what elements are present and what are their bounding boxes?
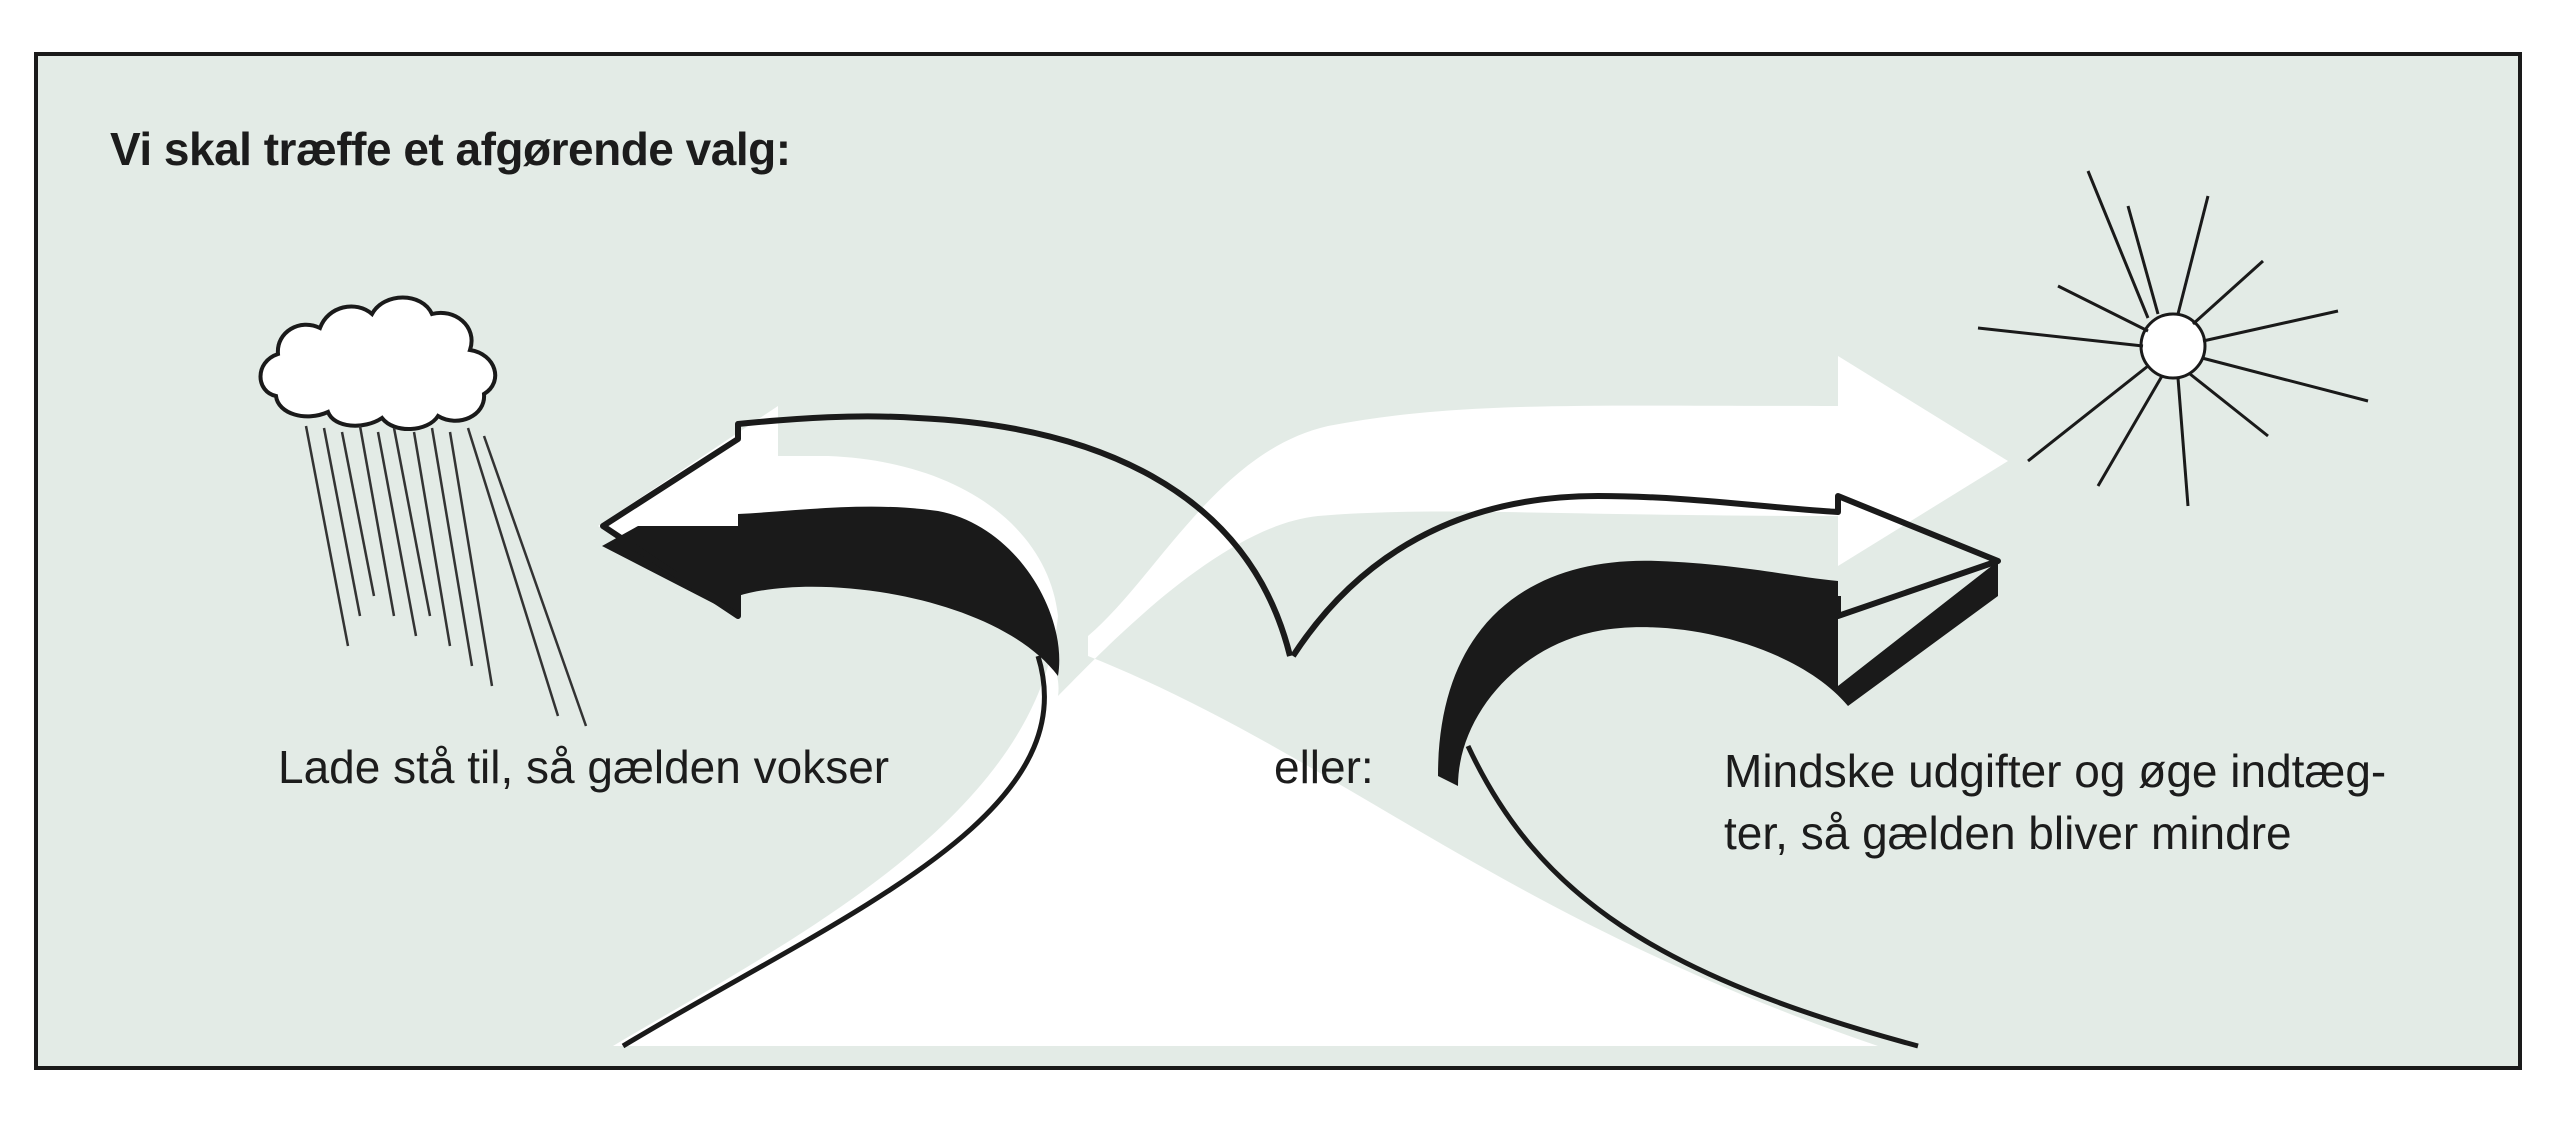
left-option-caption: Lade stå til, så gælden vokser: [278, 741, 890, 793]
heading: Vi skal træffe et afgørende valg:: [110, 123, 791, 175]
crossroads-figure: Vi skal træffe et afgørende valg: Lade s…: [34, 52, 2522, 1070]
rain-cloud-icon: [258, 295, 588, 727]
right-option-caption: Mindske udgifter og øge indtæg- ter, så …: [1724, 740, 2386, 864]
sun-icon: [1977, 170, 2369, 507]
crossroads-illustration: [258, 170, 2369, 1049]
right-arrow-outline: [1290, 493, 2001, 658]
left-arrow-shadow: [602, 506, 1060, 676]
road-right-edge: [1465, 744, 1919, 1049]
connector-caption: eller:: [1274, 741, 1374, 793]
right-option-line-1: Mindske udgifter og øge indtæg-: [1724, 745, 2387, 797]
right-option-line-2: ter, så gælden bliver mindre: [1724, 807, 2292, 859]
road-fork: [598, 356, 2008, 1046]
left-arrow-outline: [600, 413, 1293, 657]
road-left-edge: [621, 655, 1047, 1049]
right-arrow-shadow: [1438, 560, 1998, 786]
